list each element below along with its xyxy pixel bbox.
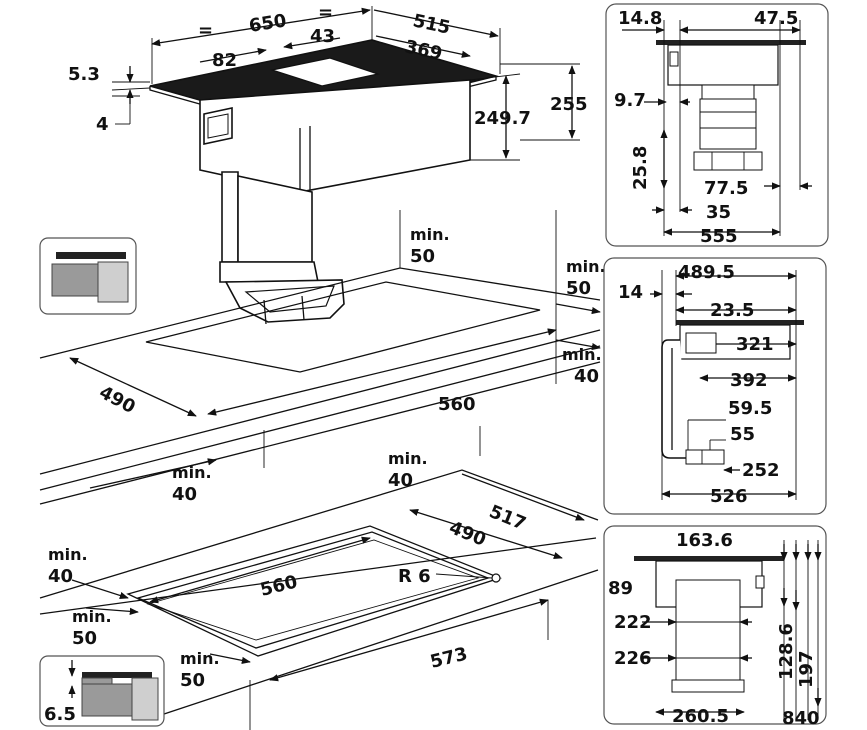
dim-226: 226 [614,648,652,669]
hob-3d-view: = 650 = 515 82 43 369 5.3 4 249.7 255 [68,2,588,325]
dim-128-6: 128.6 [776,623,797,680]
dim-9-7: 9.7 [614,90,646,111]
dim-equal-right: = [318,2,333,23]
dim-249-7: 249.7 [474,108,531,129]
dim-23-5: 23.5 [710,300,754,321]
dim-min-40-front: 40 [172,484,197,505]
extractor-duct [221,171,239,263]
dim-526: 526 [710,486,748,507]
label-min-cutout-top: min. [410,225,450,244]
dim-255: 255 [550,94,588,115]
dim-14: 14 [618,282,643,303]
dim-260-5: 260.5 [672,706,729,727]
dim-321: 321 [736,334,774,355]
dim-min-40-right: 40 [574,366,599,387]
dim-equal-left: = [198,20,213,41]
dim-min-40-flush-left: 40 [48,566,73,587]
dim-77-5: 77.5 [704,178,748,199]
dim-490-flush: 490 [446,517,489,551]
flush-mount-view: min. 40 517 490 min. 40 560 R 6 min. 50 … [39,449,599,730]
dim-min-50-right: 50 [566,278,591,299]
hob-body [199,79,471,193]
label-min-flush-top: min. [388,449,428,468]
dim-222: 222 [614,612,652,633]
dim-min-50-flush-left: 50 [72,628,97,649]
dim-min-50-flush-front: 50 [180,670,205,691]
dim-6-5: 6.5 [44,704,76,725]
label-min-cutout-right: min. [566,257,606,276]
detail-panel-side-view: 14.8 47.5 9.7 25.8 77.5 35 555 [605,3,829,247]
dim-555: 555 [700,226,738,247]
dim-517: 517 [486,501,529,535]
detail-panel-front-view: 489.5 14 23.5 321 392 59.5 55 252 526 [603,257,827,515]
dim-489-5: 489.5 [678,262,735,283]
dim-650: 650 [247,10,287,37]
dim-5-3: 5.3 [68,64,100,85]
dim-59-5: 59.5 [728,398,772,419]
dim-82: 82 [212,50,237,71]
dim-89: 89 [608,578,633,599]
label-min-flush-left-2: min. [72,607,112,626]
label-min-flush-left: min. [48,545,88,564]
dim-560-flush: 560 [258,571,300,600]
label-min-flush-front: min. [180,649,220,668]
dim-573: 573 [428,643,470,672]
label-min-cutout-right-2: min. [562,345,602,364]
hob-extractor-vent [269,57,381,87]
dim-4: 4 [96,114,109,135]
dim-840: 840 [782,708,820,729]
detail-panel-height-view: 163.6 89 222 226 128.6 197 260.5 840 [603,525,827,729]
dim-560-cutout: 560 [438,394,476,415]
label-min-cutout-front: min. [172,463,212,482]
inset-flush-section: 6.5 [39,655,165,727]
dim-392: 392 [730,370,768,391]
dim-163-6: 163.6 [676,530,733,551]
dim-515: 515 [411,10,452,38]
dim-radius-6: R 6 [398,566,431,587]
inset-worktop-section [39,237,137,315]
dim-min-50-top: 50 [410,246,435,267]
dim-35: 35 [706,202,731,223]
dim-197: 197 [796,650,817,688]
dim-min-40-flush-top: 40 [388,470,413,491]
dim-14-8: 14.8 [618,8,662,29]
dim-252: 252 [742,460,780,481]
dim-55: 55 [730,424,755,445]
dim-47-5: 47.5 [754,8,798,29]
dim-25-8: 25.8 [630,146,651,190]
dim-43: 43 [310,26,335,47]
